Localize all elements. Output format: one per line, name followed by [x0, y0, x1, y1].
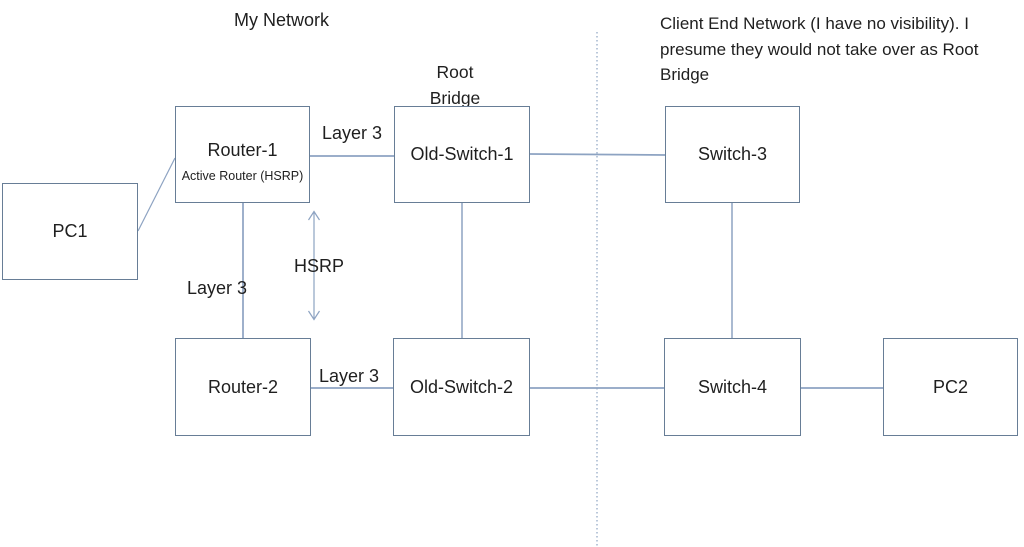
node-switch-3-label: Switch-3: [697, 144, 768, 164]
hsrp-double-arrow-icon: [307, 210, 321, 321]
client-note-line-1: Client End Network (I have no visibility…: [660, 14, 969, 33]
client-network-note: Client End Network (I have no visibility…: [660, 11, 978, 88]
node-router-2: Router-2: [175, 338, 311, 436]
node-switch-4: Switch-4: [664, 338, 801, 436]
root-bridge-annotation: Root Bridge: [408, 59, 502, 111]
node-router-2-label: Router-2: [207, 376, 279, 397]
root-bridge-line-2: Bridge: [429, 88, 481, 108]
root-bridge-line-1: Root: [436, 62, 474, 82]
node-old-switch-1-label: Old-Switch-1: [410, 144, 514, 164]
my-network-title: My Network: [234, 10, 330, 30]
node-pc1-label: PC1: [52, 221, 88, 241]
client-note-line-3: Bridge: [660, 65, 710, 84]
node-pc2-label: PC2: [932, 376, 968, 397]
node-router-1-label: Router-1: [207, 140, 278, 160]
link-oldswitch1-switch3: [529, 153, 666, 156]
edge-label-hsrp: HSRP: [294, 256, 345, 276]
node-old-switch-2-label: Old-Switch-2: [409, 376, 514, 397]
node-router-1-sublabel: Active Router (HSRP): [181, 169, 304, 183]
node-pc1: PC1: [2, 183, 138, 280]
client-note-line-2: presume they would not take over as Root: [660, 39, 979, 59]
node-switch-4-label: Switch-4: [697, 376, 768, 397]
node-switch-3: Switch-3: [665, 106, 800, 203]
node-pc2: PC2: [883, 338, 1018, 436]
node-router-1: Router-1 Active Router (HSRP): [175, 106, 310, 203]
edge-label-layer3-left: Layer 3: [187, 278, 248, 298]
node-old-switch-1: Old-Switch-1: [394, 106, 530, 203]
node-old-switch-2: Old-Switch-2: [393, 338, 530, 436]
link-pc1-router1: [137, 157, 176, 232]
edge-label-layer3-top: Layer 3: [322, 123, 383, 143]
edge-label-layer3-bottom: Layer 3: [319, 366, 380, 386]
